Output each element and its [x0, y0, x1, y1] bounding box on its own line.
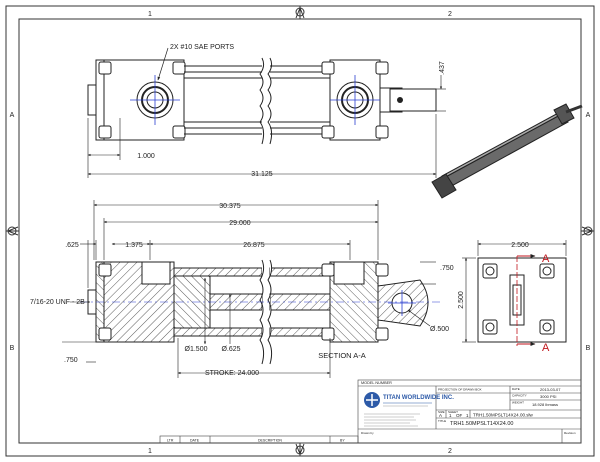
centering-mark-left	[6, 226, 19, 236]
dia-1500: Ø1.500	[185, 346, 208, 353]
section-view: 30.375 29.000 .625 1.375 26.875 .750 .75…	[30, 200, 454, 378]
section-marker-bottom: A	[542, 342, 550, 354]
title-block	[357, 379, 582, 444]
company-logo: TITAN WORLDWIDE INC.	[364, 392, 454, 427]
file-name: TRH1.50MPSLT14X24.00.slw	[473, 413, 533, 418]
part-number: TRH1.50MPSLT14X24.00	[450, 421, 514, 427]
rev-col-date: DATE	[190, 439, 200, 443]
sheet-total: 1	[466, 413, 469, 418]
dim-26875: 26.875	[243, 242, 265, 249]
port-icon	[130, 75, 180, 125]
date-label: DATE	[512, 387, 520, 391]
dim-height: 2.500	[458, 291, 465, 309]
title-label: TITLE	[438, 419, 446, 423]
revision-label: Revision	[564, 431, 576, 435]
dim-29000: 29.000	[229, 220, 251, 227]
zone-label-left-b: B	[10, 345, 15, 352]
dim-1375: 1.375	[125, 242, 143, 249]
zone-label-top-2: 2	[448, 11, 452, 18]
centering-mark-top	[295, 6, 305, 19]
projection-label: PROJECTION OF DRAWN BOX	[438, 388, 482, 392]
pressure-value: 3000 PSI	[540, 394, 556, 399]
dim-625: .625	[65, 242, 79, 249]
model-number-label: MODEL NUMBER	[361, 381, 392, 385]
bolt-icon	[98, 61, 186, 139]
dim-750-right: .750	[440, 265, 454, 272]
section-marker-top: A	[542, 253, 550, 265]
zone-label-top-1: 1	[148, 11, 152, 18]
dia-500: Ø.500	[430, 326, 449, 333]
zone-label-right-b: B	[586, 345, 591, 352]
port-icon	[330, 75, 380, 125]
zone-label-bottom-1: 1	[148, 448, 152, 455]
end-view: A A 2.500 2.500	[458, 240, 567, 354]
zone-label-left-a: A	[10, 112, 15, 119]
sheet-label: SHEET	[448, 410, 458, 414]
dim-31125: 31.125	[251, 171, 273, 178]
rev-col-ltr: LTR	[167, 439, 174, 443]
size-value: A	[439, 413, 442, 418]
rev-col-desc: DESCRIPTION	[258, 439, 282, 443]
dim-30375: 30.375	[219, 203, 241, 210]
drawn-by-label: Drawn by	[361, 431, 374, 435]
size-label: SIZE	[438, 410, 445, 414]
zone-label-bottom-2: 2	[448, 448, 452, 455]
dim-437: .437	[439, 61, 446, 75]
revision-block	[159, 435, 359, 444]
top-view: 2X #10 SAE PORTS .437 1.000 31.125	[87, 44, 446, 178]
centering-mark-right	[581, 226, 594, 236]
date-value: 2013-03-07	[540, 387, 561, 392]
zone-label-right-a: A	[586, 112, 591, 119]
rev-col-by: BY	[340, 439, 345, 443]
sheet-value: 1	[449, 413, 452, 418]
isometric-view	[431, 103, 583, 199]
weight-value: 18.928 lbmass	[532, 402, 558, 407]
capacity-label: CAPACITY	[512, 394, 527, 398]
centering-mark-bottom	[295, 443, 305, 456]
ports-note: 2X #10 SAE PORTS	[170, 44, 234, 51]
stroke-dim: STROKE: 24.000	[205, 370, 259, 377]
dim-width: 2.500	[511, 242, 529, 249]
dim-1000: 1.000	[137, 153, 155, 160]
thread-note: 7/16-20 UNF - 2B	[30, 299, 85, 306]
sheet-of: OF	[456, 413, 463, 418]
dia-625: Ø.625	[221, 346, 240, 353]
company-name: TITAN WORLDWIDE INC.	[383, 395, 454, 401]
dim-750-left: .750	[64, 357, 78, 364]
weight-label: WEIGHT	[512, 401, 524, 405]
section-label: SECTION A-A	[318, 351, 366, 360]
